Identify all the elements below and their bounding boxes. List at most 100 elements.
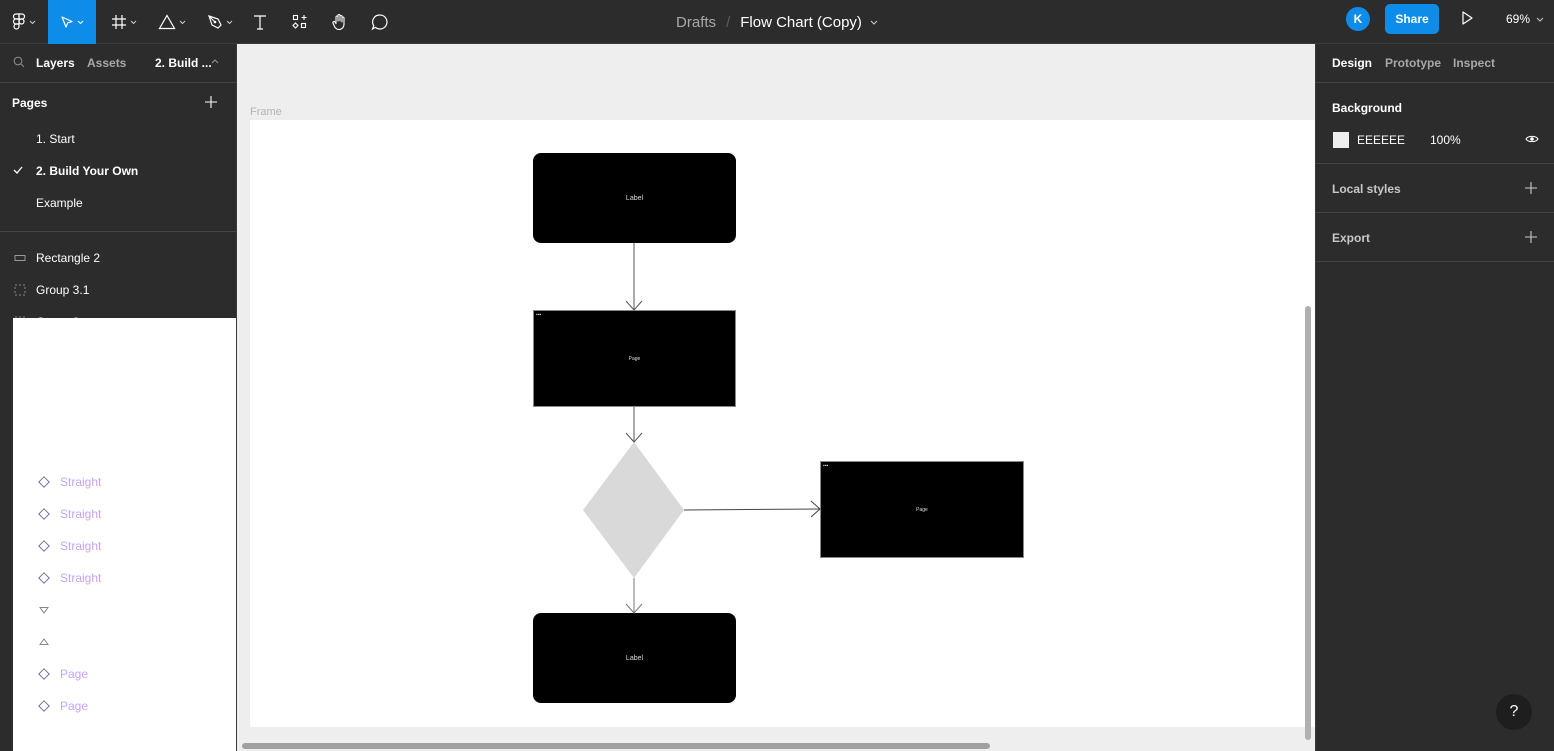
rectangle-icon xyxy=(14,252,26,264)
layer-item[interactable]: Polygon 1 xyxy=(0,626,236,658)
chevron-down-icon[interactable] xyxy=(870,20,878,25)
instance-diamond-icon xyxy=(38,572,50,584)
page-dots: ▪▪▪ xyxy=(823,463,829,469)
triangle-up-icon xyxy=(38,636,50,648)
play-icon xyxy=(1462,11,1473,25)
frame-tool-button[interactable] xyxy=(104,0,144,44)
instance-diamond-icon xyxy=(38,508,50,520)
decision-diamond[interactable] xyxy=(583,442,684,578)
export-section: Export xyxy=(1316,213,1554,262)
chevron-down-icon xyxy=(77,20,84,24)
move-tool-button[interactable] xyxy=(48,0,96,44)
horizontal-scrollbar[interactable] xyxy=(242,743,990,749)
background-opacity-input[interactable]: 100% xyxy=(1430,133,1461,147)
layer-item[interactable]: Page xyxy=(0,658,236,690)
instance-diamond-icon xyxy=(38,668,50,680)
chevron-down-icon xyxy=(130,20,137,24)
add-export-icon[interactable] xyxy=(1525,231,1537,243)
instance-diamond-icon xyxy=(38,540,50,552)
hand-icon xyxy=(332,13,345,31)
search-icon[interactable] xyxy=(13,56,25,68)
layer-label: Straight xyxy=(60,507,102,521)
file-name[interactable]: Flow Chart (Copy) xyxy=(740,13,862,31)
layer-label: Rectangle 2 xyxy=(36,251,101,265)
pen-tool-button[interactable] xyxy=(200,0,240,44)
frame-hash-icon xyxy=(112,15,126,29)
layer-item[interactable]: Straight xyxy=(0,466,236,498)
background-section: Background EEEEEE 100% xyxy=(1316,83,1554,164)
main-menu-button[interactable] xyxy=(0,0,48,44)
zoom-dropdown[interactable]: 69% xyxy=(1506,12,1544,26)
tab-assets[interactable]: Assets xyxy=(87,56,127,70)
pages-title: Pages xyxy=(12,96,48,110)
instance-diamond-icon xyxy=(38,476,50,488)
page-label: 1. Start xyxy=(36,132,75,146)
comment-tool-button[interactable] xyxy=(367,0,393,44)
shape-tool-button[interactable] xyxy=(152,0,192,44)
figma-logo-icon xyxy=(12,13,26,30)
page-item-start[interactable]: 1. Start xyxy=(0,123,236,155)
node-label: Page xyxy=(628,355,641,362)
vertical-scrollbar[interactable] xyxy=(1305,306,1311,740)
current-page-toggle[interactable]: 2. Build ... xyxy=(155,56,212,70)
triangle-down-icon xyxy=(38,604,50,616)
frame-icon xyxy=(27,328,39,340)
left-panel: Layers Assets 2. Build ... Pages 1. Star… xyxy=(0,44,237,751)
share-button[interactable]: Share xyxy=(1385,4,1439,34)
page-item-example[interactable]: Example xyxy=(0,187,236,219)
page-item-build-your-own[interactable]: 2. Build Your Own xyxy=(0,155,236,187)
canvas[interactable]: Frame Label ▪▪▪ Page ▪▪▪ Page Label xyxy=(237,44,1315,751)
present-button[interactable] xyxy=(1460,10,1474,31)
breadcrumb-drafts-link[interactable]: Drafts xyxy=(676,13,717,31)
user-avatar[interactable]: K xyxy=(1346,7,1370,31)
tab-prototype[interactable]: Prototype xyxy=(1385,56,1442,70)
local-styles-section: Local styles xyxy=(1316,164,1554,213)
layer-item[interactable]: Group 3.1 xyxy=(0,274,236,306)
comment-bubble-icon xyxy=(371,14,388,31)
end-label-node[interactable]: Label xyxy=(533,613,736,703)
background-hex-input[interactable]: EEEEEE xyxy=(1357,133,1406,147)
pen-icon xyxy=(208,15,222,29)
help-button[interactable]: ? xyxy=(1496,694,1532,730)
tab-design[interactable]: Design xyxy=(1332,56,1373,70)
connectors-layer xyxy=(583,243,821,614)
text-t-icon xyxy=(254,15,266,30)
page-label: 2. Build Your Own xyxy=(36,164,139,178)
background-color-swatch[interactable] xyxy=(1333,132,1349,148)
layer-label: Page xyxy=(60,699,89,713)
resources-tool-button[interactable] xyxy=(288,0,312,44)
text-tool-button[interactable] xyxy=(248,0,272,44)
start-label-node[interactable]: Label xyxy=(533,153,736,243)
background-header: Background xyxy=(1332,101,1403,115)
layer-item[interactable]: Polygon 2 xyxy=(0,594,236,626)
tab-inspect[interactable]: Inspect xyxy=(1453,56,1496,70)
eye-icon[interactable] xyxy=(1525,134,1539,144)
zoom-level: 69% xyxy=(1506,12,1531,26)
layer-item[interactable]: Straight xyxy=(0,498,236,530)
layer-label: Frame xyxy=(49,327,86,341)
tab-layers[interactable]: Layers xyxy=(36,56,75,70)
chevron-down-icon xyxy=(1536,17,1544,22)
add-page-icon[interactable] xyxy=(205,96,217,108)
frame-name-label[interactable]: Frame xyxy=(250,106,282,118)
layer-item[interactable]: Page xyxy=(0,690,236,722)
file-breadcrumb: Drafts / Flow Chart (Copy) xyxy=(0,0,1554,44)
layer-item-frame[interactable]: Frame xyxy=(13,318,236,751)
connector-arrow xyxy=(625,407,643,443)
layer-item[interactable]: Straight xyxy=(0,562,236,594)
add-style-icon[interactable] xyxy=(1525,182,1537,194)
hand-tool-button[interactable] xyxy=(327,0,353,44)
group-icon xyxy=(14,284,26,296)
right-panel-tabs: Design Prototype Inspect xyxy=(1316,44,1554,83)
page-node-1[interactable]: ▪▪▪ Page xyxy=(533,310,736,407)
page-label: Example xyxy=(36,196,83,210)
pages-layers-divider[interactable] xyxy=(0,231,236,232)
page-node-2[interactable]: ▪▪▪ Page xyxy=(820,461,1024,558)
triangle-icon xyxy=(158,14,176,30)
layer-item[interactable]: Straight xyxy=(0,530,236,562)
chevron-up-icon[interactable] xyxy=(211,59,219,64)
frame[interactable] xyxy=(250,120,1315,727)
connector-arrow xyxy=(683,500,821,518)
layer-item[interactable]: Rectangle 2 xyxy=(0,242,236,274)
top-toolbar: Drafts / Flow Chart (Copy) K Share 69% xyxy=(0,0,1554,44)
